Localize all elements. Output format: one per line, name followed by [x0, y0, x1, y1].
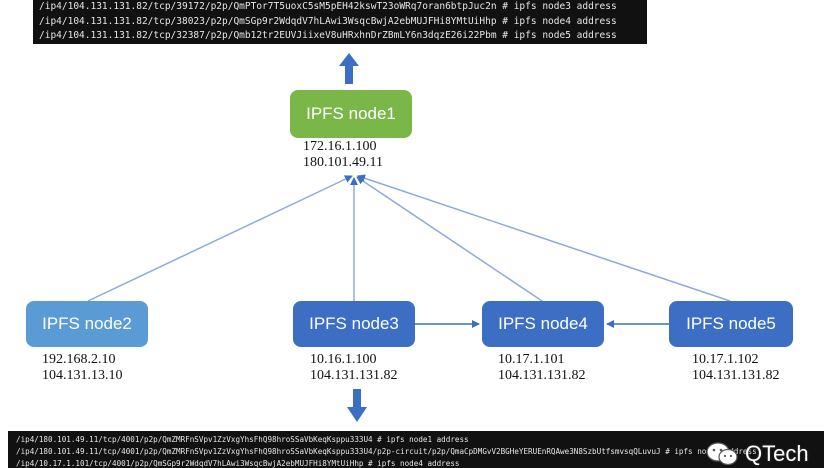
node4-ip-line: 104.131.131.82: [498, 368, 586, 383]
node1-ip: 172.16.1.100 180.101.49.11: [303, 139, 383, 171]
terminal-line: /ip4/10.17.1.101/tcp/4001/p2p/QmSGp9r2Wd…: [16, 459, 460, 468]
node5-ip-line: 10.17.1.102: [692, 352, 759, 367]
node3-ip-line: 10.16.1.100: [310, 352, 377, 367]
node3-box[interactable]: IPFS node3: [293, 301, 415, 347]
edge-node2-node1: [87, 175, 353, 302]
top-terminal: /ip4/104.131.131.82/tcp/39172/p2p/QmPTor…: [33, 0, 647, 44]
node3-ip: 10.16.1.100 104.131.131.82: [310, 352, 398, 384]
node4-box[interactable]: IPFS node4: [482, 301, 604, 347]
node2-box[interactable]: IPFS node2: [26, 301, 148, 347]
arrow-down-icon: [347, 389, 367, 422]
node5-label: IPFS node5: [686, 314, 776, 333]
node1-ip-line: 180.101.49.11: [303, 155, 383, 170]
watermark-text: QTech: [745, 441, 809, 466]
watermark: QTech: [705, 441, 809, 467]
node3-ip-line: 104.131.131.82: [310, 368, 398, 383]
terminal-line: /ip4/104.131.131.82/tcp/32387/p2p/Qmb12t…: [39, 30, 617, 41]
node4-ip: 10.17.1.101 104.131.131.82: [498, 352, 586, 384]
node1-label: IPFS node1: [306, 104, 396, 123]
terminal-line: /ip4/104.131.131.82/tcp/39172/p2p/QmPTor…: [39, 1, 617, 12]
terminal-line: /ip4/180.101.49.11/tcp/4001/p2p/QmZMRFnS…: [16, 435, 469, 444]
node4-label: IPFS node4: [498, 314, 588, 333]
node1-box[interactable]: IPFS node1: [290, 90, 412, 138]
bottom-terminal: /ip4/180.101.49.11/tcp/4001/p2p/QmZMRFnS…: [8, 431, 824, 468]
node2-ip: 192.168.2.10 104.131.13.10: [42, 352, 123, 384]
node2-ip-line: 104.131.13.10: [42, 368, 123, 383]
terminal-line: /ip4/104.131.131.82/tcp/38023/p2p/QmSGp9…: [39, 15, 617, 27]
terminal-line: /ip4/180.101.49.11/tcp/4001/p2p/QmZMRFnS…: [16, 447, 757, 456]
node5-ip-line: 104.131.131.82: [692, 368, 780, 383]
edge-node4-node1: [356, 176, 543, 302]
node5-box[interactable]: IPFS node5: [669, 301, 793, 347]
node5-ip: 10.17.1.102 104.131.131.82: [692, 352, 780, 384]
edge-node5-node1: [357, 174, 731, 302]
node4-ip-line: 10.17.1.101: [498, 352, 565, 367]
node2-ip-line: 192.168.2.10: [42, 352, 116, 367]
node2-label: IPFS node2: [42, 314, 132, 333]
node1-ip-line: 172.16.1.100: [303, 139, 377, 154]
node3-label: IPFS node3: [309, 314, 399, 333]
wechat-icon: [706, 442, 738, 466]
arrow-up-icon: [339, 53, 359, 84]
